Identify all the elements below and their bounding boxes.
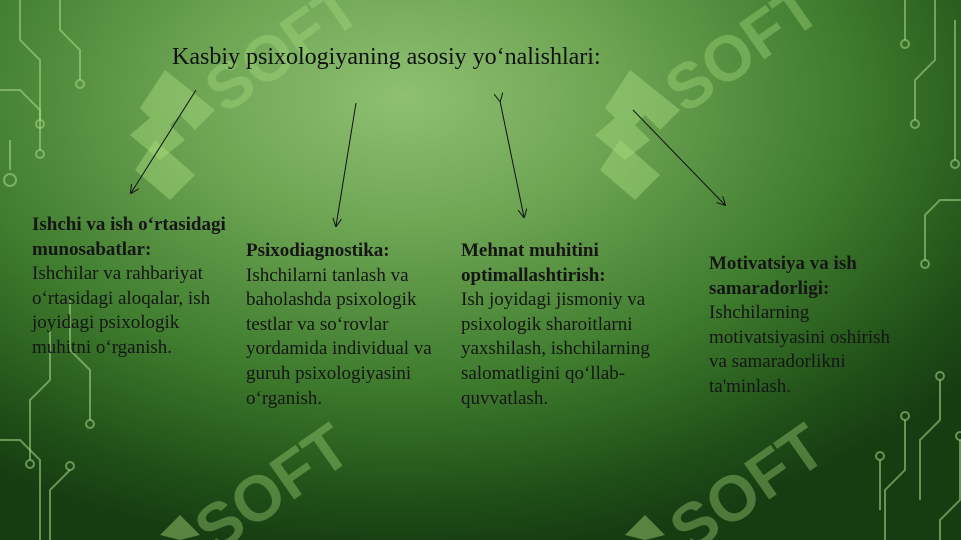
circuit-lines-left — [0, 0, 95, 540]
topic-heading: Ishchi va ish o‘rtasidagi munosabatlar: — [32, 214, 226, 260]
topic-heading: Mehnat muhitini optimallashtirish: — [461, 240, 606, 286]
topic-text: Ishchilarni tanlash va baholashda psixol… — [246, 264, 432, 409]
topic-text: Ishchilarning motivatsiyasini oshirish v… — [709, 302, 891, 397]
slide-title: Kasbiy psixologiyaning asosiy yo‘nalishl… — [172, 44, 601, 70]
topic-heading: Psixodiagnostika: — [246, 240, 390, 261]
topic-block-psychodiagnostics: Psixodiagnostika: Ishchilarni tanlash va… — [246, 239, 446, 411]
topic-text: Ishchilar va rahbariyat o‘rtasidagi aloq… — [32, 263, 211, 358]
topic-block-motivation: Motivatsiya va ish samaradorligi: Ishchi… — [709, 252, 909, 400]
arrow-to-block-3 — [500, 101, 524, 217]
circuit-lines-right — [875, 0, 961, 540]
arrow-to-block-1 — [131, 89, 197, 193]
topic-text: Ish joyidagi jismoniy va psixologik shar… — [461, 289, 650, 409]
arrow-to-block-2 — [336, 102, 357, 226]
topic-block-work-environment: Mehnat muhitini optimallashtirish: Ish j… — [461, 239, 676, 411]
topic-heading: Motivatsiya va ish samaradorligi: — [709, 253, 857, 299]
arrow-to-block-4 — [632, 109, 725, 205]
topic-block-relations: Ishchi va ish o‘rtasidagi munosabatlar: … — [32, 213, 232, 361]
